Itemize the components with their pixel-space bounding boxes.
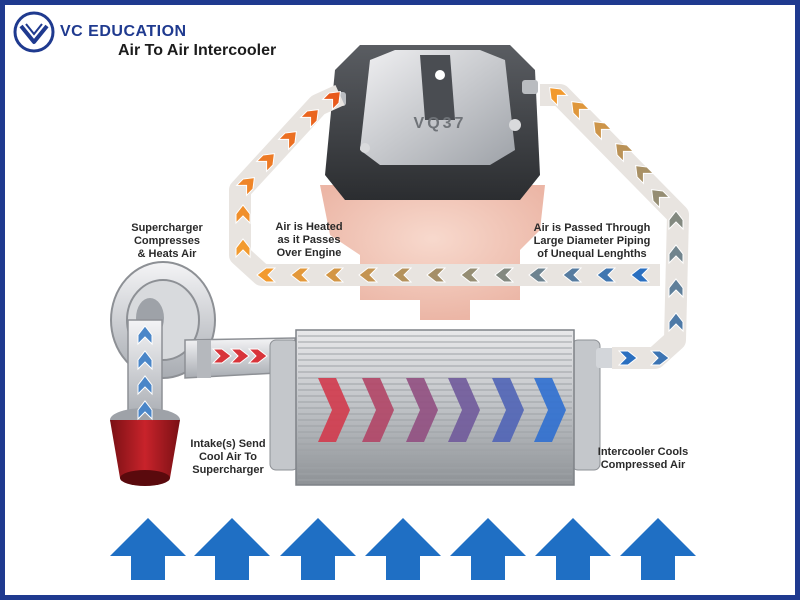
flow-arrow <box>668 210 684 231</box>
intake-air-arrow <box>137 375 153 396</box>
flow-arrow <box>571 101 591 121</box>
flow-arrow <box>549 87 569 107</box>
flow-arrow <box>668 278 684 299</box>
ambient-air-arrow <box>194 518 270 580</box>
cooling-arrow <box>318 378 350 442</box>
label-intercooler: Intercooler Cools Compressed Air <box>597 446 689 471</box>
flow-arrow <box>256 267 277 283</box>
flow-arrow <box>596 267 617 283</box>
flow-arrow <box>630 267 651 283</box>
ambient-air-arrow <box>280 518 356 580</box>
label-piping: Air is Passed Through Large Diameter Pip… <box>533 222 651 260</box>
intercooler-core <box>269 329 620 486</box>
flow-arrow <box>562 267 583 283</box>
cooling-arrow <box>534 378 566 442</box>
cooling-arrow <box>492 378 524 442</box>
flow-arrow <box>235 204 251 225</box>
flow-arrow <box>528 267 549 283</box>
ambient-air-arrow <box>110 518 186 580</box>
ambient-air-arrow <box>365 518 441 580</box>
flow-arrow <box>615 143 635 163</box>
ambient-air-arrow <box>535 518 611 580</box>
intake-air-arrow <box>137 400 153 421</box>
flow-arrow <box>460 267 481 283</box>
vc-education-logo-icon <box>13 11 55 53</box>
engine-cover-label: VQ37 <box>414 115 467 132</box>
brand-logo <box>12 10 56 54</box>
flow-arrow <box>277 131 297 151</box>
flow-arrow <box>321 91 341 111</box>
brand-name: VC EDUCATION <box>60 23 187 40</box>
diagram-title: Air To Air Intercooler <box>118 42 277 59</box>
flow-arrow <box>426 267 447 283</box>
cooling-arrow <box>448 378 480 442</box>
ambient-airflow-arrows <box>110 518 696 580</box>
cooling-arrow <box>362 378 394 442</box>
flow-arrows <box>137 84 689 421</box>
flow-arrow <box>635 165 655 185</box>
compressed-air-arrow <box>211 348 232 364</box>
ambient-air-arrow <box>450 518 526 580</box>
ambient-air-arrow <box>620 518 696 580</box>
flow-arrow <box>668 244 684 265</box>
flow-arrow <box>649 350 670 366</box>
compressed-air-arrow <box>229 348 250 364</box>
flow-arrow <box>358 267 379 283</box>
flow-arrow <box>255 153 275 173</box>
engine-block <box>320 185 545 320</box>
compressed-air-arrow <box>247 348 268 364</box>
label-supercharger: Supercharger Compresses & Heats Air <box>131 222 203 260</box>
flow-arrow <box>235 238 251 259</box>
flow-arrow <box>494 267 515 283</box>
cooling-arrow <box>406 378 438 442</box>
flow-arrow <box>593 121 613 141</box>
intake-air-arrow <box>137 325 153 346</box>
flow-arrow <box>290 267 311 283</box>
flow-arrow <box>392 267 413 283</box>
intake-air-arrow <box>137 350 153 371</box>
flow-arrow <box>299 109 319 129</box>
engine-cover: VQ37 <box>325 45 540 200</box>
flow-arrow <box>617 350 638 366</box>
flow-arrow <box>651 189 671 209</box>
air-filter <box>110 408 180 486</box>
label-air-heated: Air is Heated as it Passes Over Engine <box>275 221 343 259</box>
label-intake: Intake(s) Send Cool Air To Supercharger <box>190 438 266 476</box>
intercooler-airflow-arrows <box>318 378 566 442</box>
flow-arrow <box>235 177 255 197</box>
flow-arrow <box>324 267 345 283</box>
flow-arrow <box>668 312 684 333</box>
